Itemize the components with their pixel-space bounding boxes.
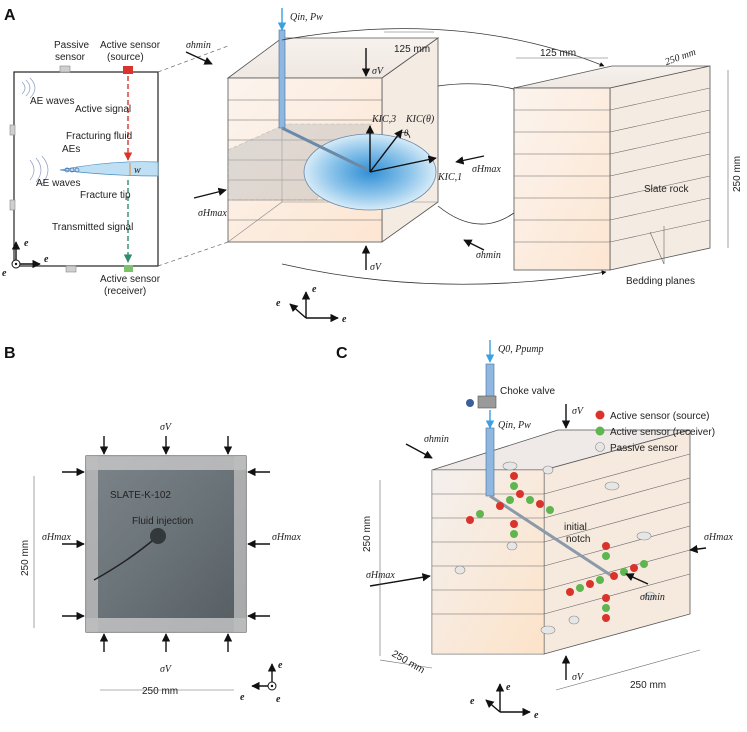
c-sigma-v-bottom-label: σV: [572, 672, 585, 683]
sigma-v-bottom-label: σV: [370, 262, 383, 273]
a-axis-e2-label: e: [276, 298, 281, 309]
choke-valve-label: Choke valve: [500, 386, 555, 397]
sigma-v-top-label: σV: [372, 66, 385, 77]
panel-b-stress-arrows: [62, 436, 270, 652]
dim-125-left-label: 125 mm: [394, 44, 430, 55]
q-in-label: Qin, Pw: [290, 12, 323, 23]
theta-label: θ: [404, 128, 409, 138]
fracture-shape: [59, 161, 159, 177]
active-sensor-receiver: [124, 265, 133, 272]
legend-source-label: Active sensor (source): [610, 411, 709, 422]
c-sigma-hmin-bottom-label: σhmin: [640, 592, 665, 603]
b-dim-bottom-label: 250 mm: [142, 686, 178, 697]
active-source-label-2: (source): [107, 52, 144, 63]
c-sigma-hmin-top-label: σhmin: [424, 434, 449, 445]
wellbore-lateral: [281, 126, 369, 172]
b-axis-e1-label: e: [240, 692, 245, 703]
choke-valve-body: [477, 395, 497, 409]
b-axis-e2-label: e: [276, 694, 281, 705]
sigma-hmin-top-label: σhmin: [186, 40, 211, 51]
passive-sensor-label-1: Passive: [54, 40, 89, 51]
b-sigma-v-top-label: σV: [160, 422, 173, 433]
legend-receiver-marker: [595, 426, 605, 436]
slab-dim-250-top-label: 250 mm: [664, 47, 698, 68]
c-sigma-hmax-right-label: σHmax: [704, 532, 733, 543]
passive-sensor-label-2: sensor: [55, 52, 86, 63]
a-axis-e3-label: e: [312, 284, 317, 295]
c-q0-label: Q0, Ppump: [498, 344, 544, 355]
sigma-hmin-bottom-label: σhmin: [476, 250, 501, 261]
bedding-planes-label: Bedding planes: [626, 276, 695, 287]
active-receiver-label-2: (receiver): [104, 286, 146, 297]
transmitted-signal-label: Transmitted signal: [52, 222, 133, 233]
axis-e1-label: e: [44, 254, 49, 265]
c-axis-e1-label: e: [534, 710, 539, 721]
slab-dim-125-label: 125 mm: [540, 48, 576, 59]
axis-e2-label: e: [24, 238, 29, 249]
panel-label-a: A: [4, 7, 16, 24]
panel-a-slab: 125 mm 250 mm 250 mm Slate rock Bedding …: [513, 47, 743, 287]
ae-waves-mid-label: AE waves: [36, 178, 80, 189]
active-source-label-1: Active sensor: [100, 40, 161, 51]
legend-passive-label: Passive sensor: [610, 443, 678, 454]
photo-sample-text: SLATE-K-102: [110, 490, 171, 501]
c-axis-e2-label: e: [470, 696, 475, 707]
c-dim-bottom-right-label: 250 mm: [630, 680, 666, 691]
b-sigma-hmax-right-label: σHmax: [272, 532, 301, 543]
legend-source-marker: [595, 410, 605, 420]
wellbore: [278, 29, 286, 129]
sigma-hmax-left-label: σHmax: [198, 208, 227, 219]
fracturing-fluid-label: Fracturing fluid: [66, 131, 132, 142]
width-label: w: [134, 165, 141, 176]
panel-b: SLATE-K-102 Fluid injection σV σV σHmax …: [20, 422, 301, 705]
aes-label: AEs: [62, 144, 80, 155]
rock-photo: [85, 455, 247, 633]
c-sigma-hmax-left-label: σHmax: [366, 570, 395, 581]
slate-rock-label: Slate rock: [644, 184, 689, 195]
panel-a-axes: e e e: [276, 284, 347, 325]
panel-label-c: C: [336, 345, 348, 362]
slab-dim-250-side-label: 250 mm: [732, 156, 743, 192]
axis-e3-label: e: [2, 268, 7, 279]
c-passive-sensors: [454, 461, 656, 635]
b-dim-left-label: 250 mm: [20, 540, 31, 576]
panel-a-block: Qin, Pw KIC,3 KIC(θ) θ KIC,1 σhmin σV σH…: [185, 8, 607, 285]
passive-sensor-left-2: [9, 199, 16, 211]
initial-notch-label-2: notch: [566, 534, 590, 545]
panel-label-b: B: [4, 345, 16, 362]
b-sigma-hmax-left-label: σHmax: [42, 532, 71, 543]
ae-waves-top-label: AE waves: [30, 96, 74, 107]
ae-dots: [64, 167, 80, 173]
c-dim-left-label: 250 mm: [362, 516, 373, 552]
passive-sensor-left-1: [9, 124, 16, 136]
passive-sensor-top: [59, 65, 71, 73]
c-q-in-label: Qin, Pw: [498, 420, 531, 431]
k-ic3-label: KIC,3: [371, 114, 396, 125]
fracture-tip-label: Fracture tip: [80, 190, 131, 201]
initial-notch-label-1: initial: [564, 522, 587, 533]
k-ic1-label: KIC,1: [437, 172, 462, 183]
legend-passive-marker: [595, 442, 605, 452]
c-sigma-v-top-label: σV: [572, 406, 585, 417]
fluid-injection-label: Fluid injection: [132, 516, 193, 527]
active-sensor-source: [123, 66, 133, 74]
panel-c: Q0, Ppump Choke valve Qin, Pw: [362, 340, 733, 721]
panel-a-schematic: Passive sensor Active sensor (source) w …: [2, 40, 229, 297]
k-ic-theta-label: KIC(θ): [405, 114, 435, 125]
c-legend: Active sensor (source) Active sensor (re…: [595, 410, 715, 454]
sigma-hmax-right-label: σHmax: [472, 164, 501, 175]
passive-sensor-bottom: [65, 265, 77, 273]
a-axis-e1-label: e: [342, 314, 347, 325]
ae-wave-arcs: [21, 77, 49, 185]
active-signal-label: Active signal: [75, 104, 131, 115]
c-sensor-cross-left: [466, 472, 554, 538]
legend-receiver-label: Active sensor (receiver): [610, 427, 715, 438]
b-sigma-v-bottom-label: σV: [160, 664, 173, 675]
c-sensor-cross-right: [566, 542, 648, 622]
c-axis-e3-label: e: [506, 682, 511, 693]
b-axis-e3-label: e: [278, 660, 283, 671]
active-receiver-label-1: Active sensor: [100, 274, 161, 285]
